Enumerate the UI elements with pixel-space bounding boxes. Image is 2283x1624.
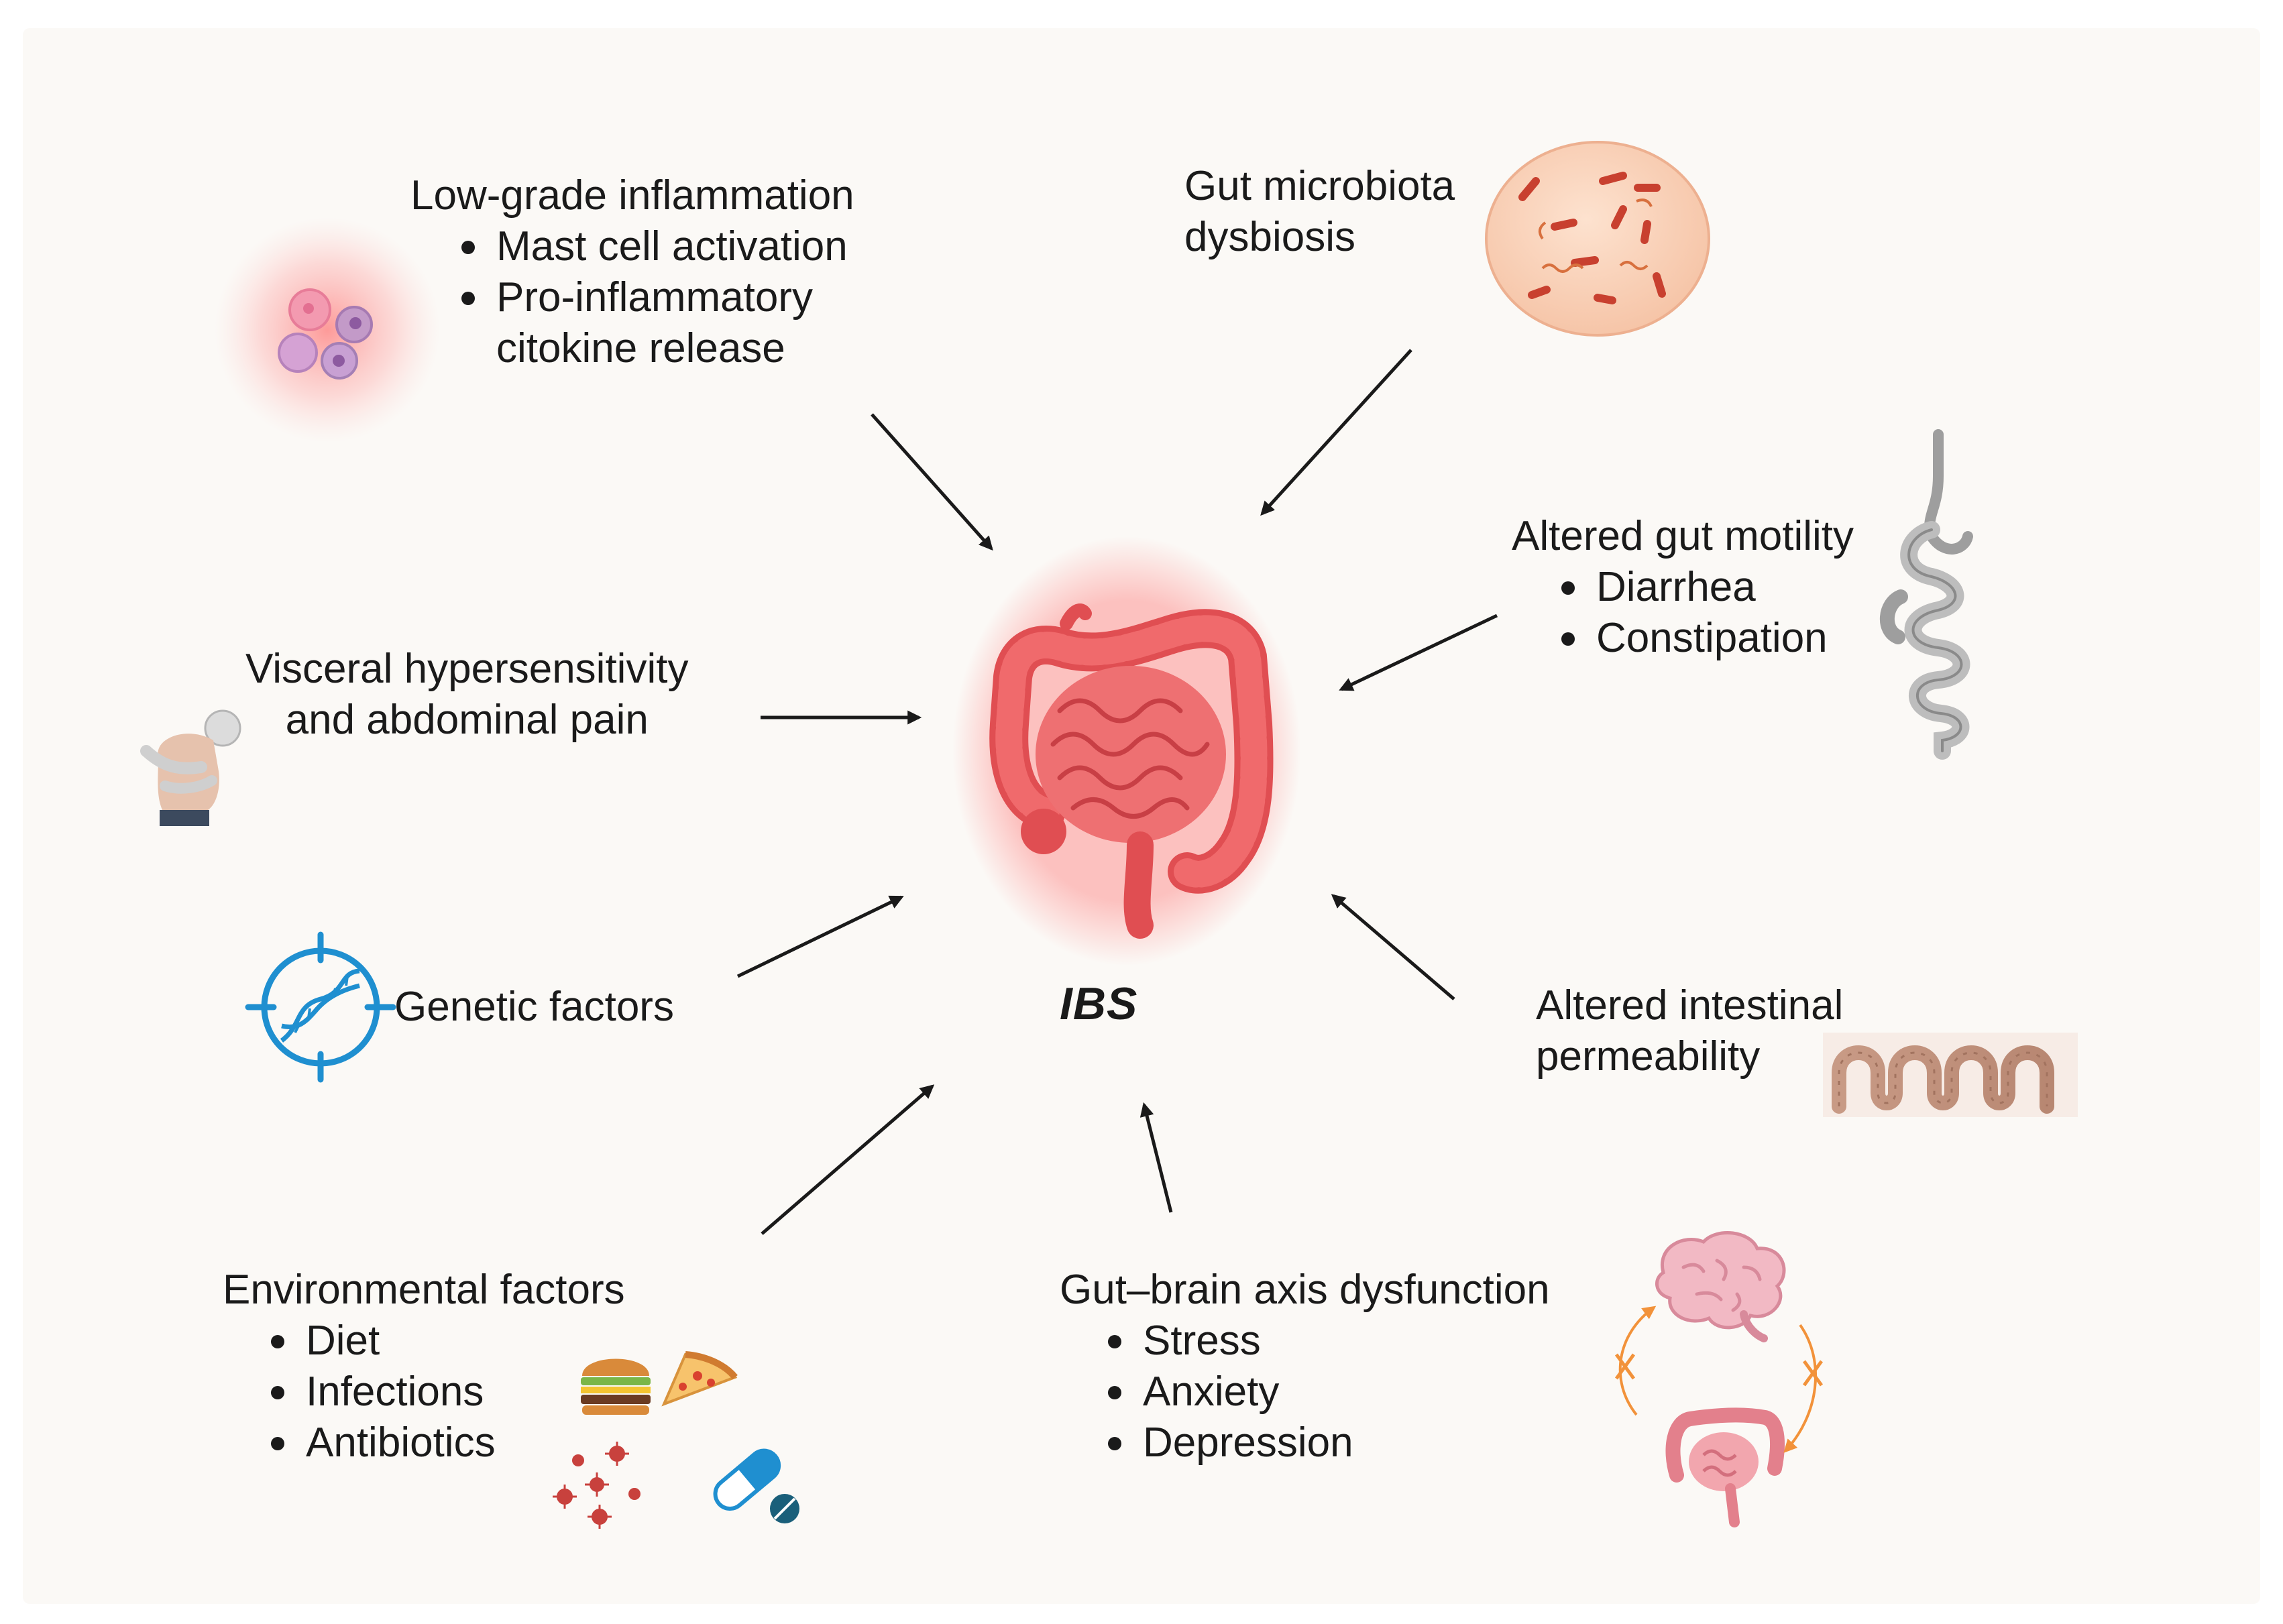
list-item: Antibiotics	[260, 1417, 625, 1468]
arrow-gut-brain	[1139, 1102, 1173, 1213]
list-item: Mast cell activation	[451, 221, 854, 272]
environmental-text: Environmental factors Diet Infections An…	[223, 1265, 625, 1468]
microbiota-line-2: dysbiosis	[1184, 214, 1355, 260]
gut-brain-list: Stress Anxiety Depression	[1097, 1316, 1550, 1468]
list-item: Anxiety	[1097, 1367, 1550, 1417]
immune-cells-icon	[215, 217, 440, 443]
genetic-text: Genetic factors	[394, 982, 674, 1033]
visceral-line-1: Visceral hypersensitivity	[245, 646, 689, 692]
arrow-genetic	[736, 895, 904, 978]
microbiota-text: Gut microbiota dysbiosis	[1184, 161, 1455, 263]
abdominal-pain-person-icon	[140, 709, 241, 826]
arrow-environmental	[761, 1084, 935, 1235]
bacteria-dish-icon	[1485, 141, 1710, 337]
burger-icon	[581, 1358, 651, 1415]
gut-brain-text: Gut–brain axis dysfunction Stress Anxiet…	[1060, 1265, 1550, 1468]
intestinal-villi-icon	[1823, 1033, 2078, 1117]
motility-title: Altered gut motility	[1512, 513, 1854, 559]
genetic-label: Genetic factors	[394, 984, 674, 1030]
list-item: Diarrhea	[1551, 562, 1854, 613]
permeability-line-1: Altered intestinal	[1536, 982, 1844, 1029]
list-item: Diet	[260, 1316, 625, 1367]
list-item: Constipation	[1551, 613, 1854, 664]
intestine-icon	[1665, 1407, 1785, 1527]
arrow-motility	[1339, 614, 1498, 691]
dna-target-icon	[245, 931, 396, 1083]
gut-brain-title: Gut–brain axis dysfunction	[1060, 1267, 1550, 1313]
arrow-microbiota	[1260, 349, 1412, 516]
inflammation-title: Low-grade inflammation	[410, 172, 854, 219]
environmental-list: Diet Infections Antibiotics	[260, 1316, 625, 1468]
list-item: Pro-inflammatory citokine release	[451, 272, 854, 374]
list-item: Infections	[260, 1367, 625, 1417]
visceral-line-2: and abdominal pain	[285, 697, 649, 743]
permeability-text: Altered intestinal permeability	[1536, 980, 1843, 1082]
virus-icon	[553, 1442, 641, 1529]
inflammation-text: Low-grade inflammation Mast cell activat…	[410, 170, 854, 374]
motility-list: Diarrhea Constipation	[1551, 562, 1854, 664]
pizza-icon	[661, 1351, 738, 1407]
visceral-text: Visceral hypersensitivity and abdominal …	[245, 644, 688, 746]
environmental-title: Environmental factors	[223, 1267, 625, 1313]
microbiota-line-1: Gut microbiota	[1184, 163, 1455, 209]
digestive-tract-icon	[1880, 429, 1973, 760]
intestine-icon	[952, 536, 1301, 966]
ibs-label: IBS	[1060, 978, 1138, 1029]
list-item: Stress	[1097, 1316, 1550, 1367]
arrow-inflammation	[871, 413, 993, 551]
inflammation-list: Mast cell activation Pro-inflammatory ci…	[451, 221, 854, 374]
arrows	[736, 349, 1498, 1235]
brain-icon	[1655, 1231, 1786, 1342]
gut-brain-cycle	[1614, 1306, 1824, 1453]
pill-icon	[713, 1448, 799, 1523]
permeability-line-2: permeability	[1536, 1033, 1761, 1080]
arrow-permeability	[1331, 894, 1455, 1000]
list-item: Depression	[1097, 1417, 1550, 1468]
motility-text: Altered gut motility Diarrhea Constipati…	[1512, 511, 1854, 664]
